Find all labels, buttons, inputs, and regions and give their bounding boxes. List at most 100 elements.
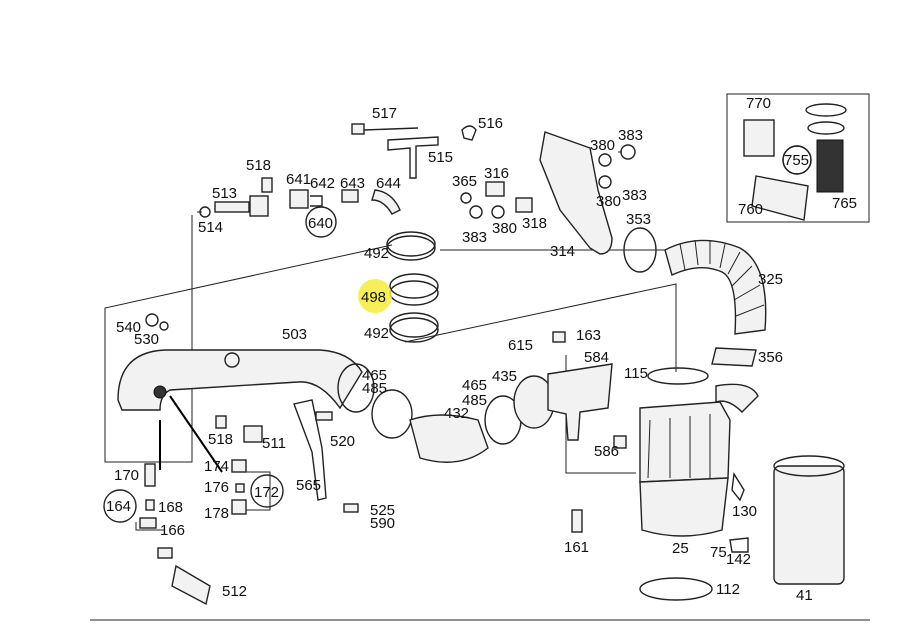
arrow-2	[169, 395, 223, 473]
label: 174	[204, 458, 229, 475]
label: 161	[564, 539, 589, 556]
label: 383	[462, 229, 487, 246]
label: 168	[158, 499, 183, 516]
label: 513	[212, 185, 237, 202]
label: 75	[710, 544, 727, 561]
sleeve-part	[711, 347, 757, 367]
callout-640	[305, 206, 337, 238]
label: 512	[222, 583, 247, 600]
label: 520	[330, 433, 355, 450]
label: 318	[522, 215, 547, 232]
small-hardware	[460, 144, 636, 219]
label: 530	[134, 331, 159, 348]
label: 540	[116, 319, 141, 336]
seal-115	[647, 367, 709, 385]
hose-clamp	[623, 227, 657, 273]
label: 380	[596, 193, 621, 210]
sensor-511	[243, 425, 263, 443]
label: 25	[672, 540, 689, 557]
bolt-161	[571, 509, 583, 533]
label: 314	[550, 243, 575, 260]
clip-130	[731, 471, 745, 502]
label: 176	[204, 479, 229, 496]
label: 492	[364, 245, 389, 262]
inset-frame	[726, 93, 870, 223]
label: 492	[364, 325, 389, 342]
clamp-142	[729, 537, 749, 553]
label: 643	[340, 175, 365, 192]
label: 515	[428, 149, 453, 166]
pipe-outlet	[337, 363, 375, 413]
label: 316	[484, 165, 509, 182]
label: 365	[452, 173, 477, 190]
cable-tie-part	[351, 123, 419, 135]
bracket-565	[293, 399, 327, 501]
label: 356	[758, 349, 783, 366]
label: 163	[576, 327, 601, 344]
label: 498	[361, 289, 386, 306]
label: 511	[262, 435, 286, 452]
label: 172	[254, 484, 279, 501]
label: 642	[310, 175, 335, 192]
label: 380	[590, 137, 615, 154]
intake-scoop	[539, 131, 613, 255]
label: 525	[370, 502, 395, 519]
connector-parts	[289, 189, 401, 215]
label: 518	[208, 431, 233, 448]
fitting-chain	[139, 459, 247, 606]
screw-525	[343, 503, 359, 513]
label: 516	[478, 115, 503, 132]
air-filter-housing	[639, 383, 759, 537]
mount-bracket-584	[547, 363, 613, 441]
label: 586	[594, 443, 619, 460]
part-labels: 517 516 515 518 641 642 643 644 513 514 …	[106, 95, 857, 604]
label: 383	[622, 187, 647, 204]
ring-112	[639, 577, 713, 601]
filter-element-41	[773, 455, 845, 585]
screw-520	[315, 411, 333, 421]
label: 380	[492, 220, 517, 237]
label: 765	[832, 195, 857, 212]
label: 485	[462, 392, 487, 409]
clip-part	[461, 125, 477, 141]
label: 142	[726, 551, 751, 568]
callout-164	[103, 489, 137, 523]
label: 465	[362, 367, 387, 384]
label: 590	[370, 515, 395, 532]
label: 615	[508, 337, 533, 354]
washer-part	[145, 313, 159, 327]
label: 178	[204, 505, 229, 522]
label: 644	[376, 175, 401, 192]
label: 41	[796, 587, 813, 604]
label: 755	[784, 152, 809, 169]
label: 432	[444, 405, 469, 422]
label: 760	[738, 201, 763, 218]
label: 503	[282, 326, 307, 343]
bolt-163	[552, 331, 566, 343]
label: 435	[492, 368, 517, 385]
clamp-465a	[371, 389, 413, 439]
label: 518	[246, 157, 271, 174]
label: 565	[296, 477, 321, 494]
label: 164	[106, 498, 131, 515]
label: 383	[618, 127, 643, 144]
label: 170	[114, 467, 139, 484]
clamp-stack	[386, 231, 439, 343]
label: 517	[372, 105, 397, 122]
label: 640	[308, 215, 333, 232]
label: 112	[716, 581, 740, 598]
label: 514	[198, 219, 223, 236]
label: 465	[462, 377, 487, 394]
label: 115	[624, 365, 648, 382]
label: 641	[286, 171, 311, 188]
callout-172	[250, 474, 284, 508]
washer-part-2	[159, 321, 169, 331]
intake-pipe	[117, 349, 363, 411]
bracket-part	[387, 136, 439, 179]
label: 353	[626, 211, 651, 228]
label: 485	[362, 380, 387, 397]
label: 584	[584, 349, 609, 366]
label: 770	[746, 95, 771, 112]
pipe-port	[224, 352, 240, 368]
